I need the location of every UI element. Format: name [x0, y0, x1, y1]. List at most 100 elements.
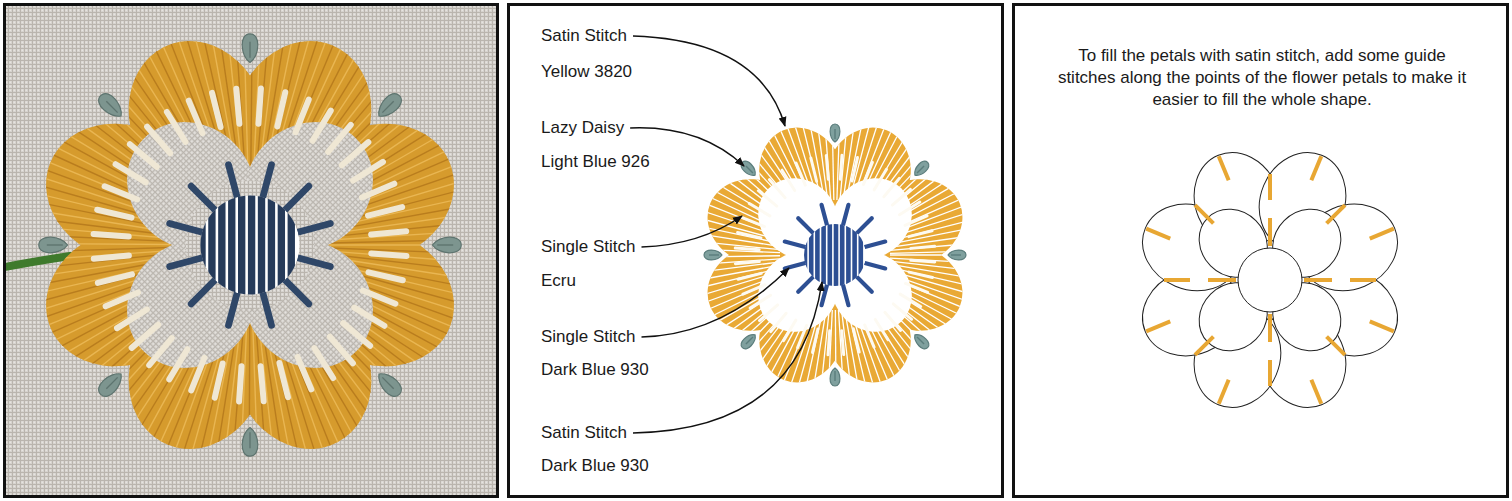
lazy-daisy-tack — [709, 254, 719, 255]
guide-stitch — [1146, 321, 1170, 331]
inner-linen — [101, 96, 400, 395]
satin-bar — [258, 194, 265, 296]
lazy-daisy-stitch — [739, 159, 759, 179]
lazy-daisy-stitch — [432, 237, 461, 253]
callout-label: Dark Blue 930 — [541, 455, 649, 477]
satin-bar — [803, 223, 808, 287]
satin-bar — [846, 223, 851, 287]
lazy-daisy-stitch — [95, 90, 126, 121]
ecru-stitch — [884, 178, 899, 196]
ecru-stitch — [893, 304, 911, 319]
ecru-stitch — [738, 233, 761, 238]
single-stitches — [785, 205, 885, 305]
guide-stitch — [1268, 174, 1272, 200]
ecru-stitch — [771, 313, 786, 331]
ecru-stitch — [239, 366, 241, 401]
lazy-daisy-tack — [746, 166, 753, 173]
callout-label: Light Blue 926 — [541, 151, 650, 173]
satin-bar — [218, 194, 225, 296]
panel-border — [509, 5, 1003, 497]
lazy-daisy-stitch — [830, 124, 840, 142]
ecru-stitch — [354, 308, 384, 326]
lazy-daisy-stitch — [373, 368, 404, 399]
ecru-stitch — [749, 203, 770, 215]
ecru-stitch — [368, 207, 402, 216]
guide-stitch — [1370, 229, 1394, 239]
satin-center — [200, 194, 299, 296]
satin-bar — [248, 194, 255, 296]
satin-gap — [840, 116, 848, 201]
outline-inner — [1185, 195, 1355, 365]
lazy-daisy-tack — [382, 377, 393, 388]
inner-circle — [186, 181, 314, 309]
lazy-daisy-stitch — [39, 237, 68, 253]
ecru-stitch — [212, 93, 221, 127]
satin-bar — [827, 223, 832, 287]
lazy-daisy-tack — [382, 101, 393, 112]
leader-line — [633, 36, 785, 126]
yellow-petals — [25, 20, 476, 471]
ecru-stitch — [828, 331, 830, 355]
ecru-stitch — [371, 231, 406, 234]
ecru-stitch — [328, 125, 351, 152]
satin-bar — [809, 223, 814, 287]
satin-bar — [858, 223, 863, 287]
ecru-stitch — [853, 329, 859, 352]
ecru-stitch — [865, 325, 874, 347]
guide-stitch — [1219, 156, 1229, 180]
leader-line — [633, 282, 822, 433]
ecru-stitch — [277, 92, 285, 126]
guide-stitch — [1304, 278, 1332, 282]
satin-bar — [821, 223, 826, 287]
guide-stitch — [1164, 278, 1190, 282]
satin-gap — [890, 243, 975, 250]
ecru-stitch — [353, 162, 383, 181]
blue-center — [785, 205, 885, 305]
embroidery-photo — [5, 5, 496, 496]
satin-bar — [278, 194, 285, 296]
lazy-daisies — [39, 34, 461, 456]
guide-stitch — [1311, 380, 1321, 404]
satin-bar — [852, 223, 857, 287]
ecru-stitch — [909, 272, 932, 277]
center-outline — [1238, 248, 1302, 312]
ecru-stitch — [909, 231, 932, 237]
lazy-daisy-stitch — [95, 368, 126, 399]
lazy-daisy-stitch — [242, 34, 258, 63]
ecru-stitch — [132, 325, 159, 348]
linen-ground — [5, 5, 496, 496]
callout-label: Lazy Daisy — [541, 117, 624, 139]
ecru-stitch — [905, 283, 927, 292]
ecru-stitch — [314, 348, 333, 378]
lazy-daisy-stitch — [739, 331, 759, 351]
leader-line — [642, 216, 743, 247]
ecru-stitch — [826, 155, 828, 179]
ecru-stitch — [371, 253, 406, 255]
lazy-daisy-stitch — [911, 159, 931, 179]
ecru-stitch — [840, 155, 842, 179]
satin-gaps — [695, 115, 975, 395]
lazy-daisy-tack — [437, 244, 453, 245]
lazy-daisy-stitch — [242, 427, 258, 456]
ecru-stitch — [106, 293, 138, 307]
callout-label: Ecru — [541, 270, 576, 292]
lazy-daisy-tack — [249, 432, 250, 448]
inner-white — [742, 162, 929, 349]
lazy-daisy-tack — [917, 166, 924, 173]
ecru-stitch — [116, 164, 146, 182]
satin-bars — [202, 194, 291, 296]
ecru-stitch — [169, 349, 187, 379]
ecru-stitch — [735, 248, 759, 250]
ecru-stitch — [167, 112, 186, 142]
ecru-stitch — [279, 363, 288, 397]
ecru-stitch — [852, 158, 857, 181]
lazy-daisy-tack — [834, 371, 835, 381]
ecru-stitch — [296, 100, 309, 133]
ecru-stitch — [147, 127, 170, 154]
ecru-stitch — [885, 312, 901, 330]
ecru-stitch — [911, 246, 935, 248]
satin-bar — [208, 194, 215, 296]
satin-gap — [696, 241, 781, 249]
ecru-stitch — [258, 89, 260, 124]
